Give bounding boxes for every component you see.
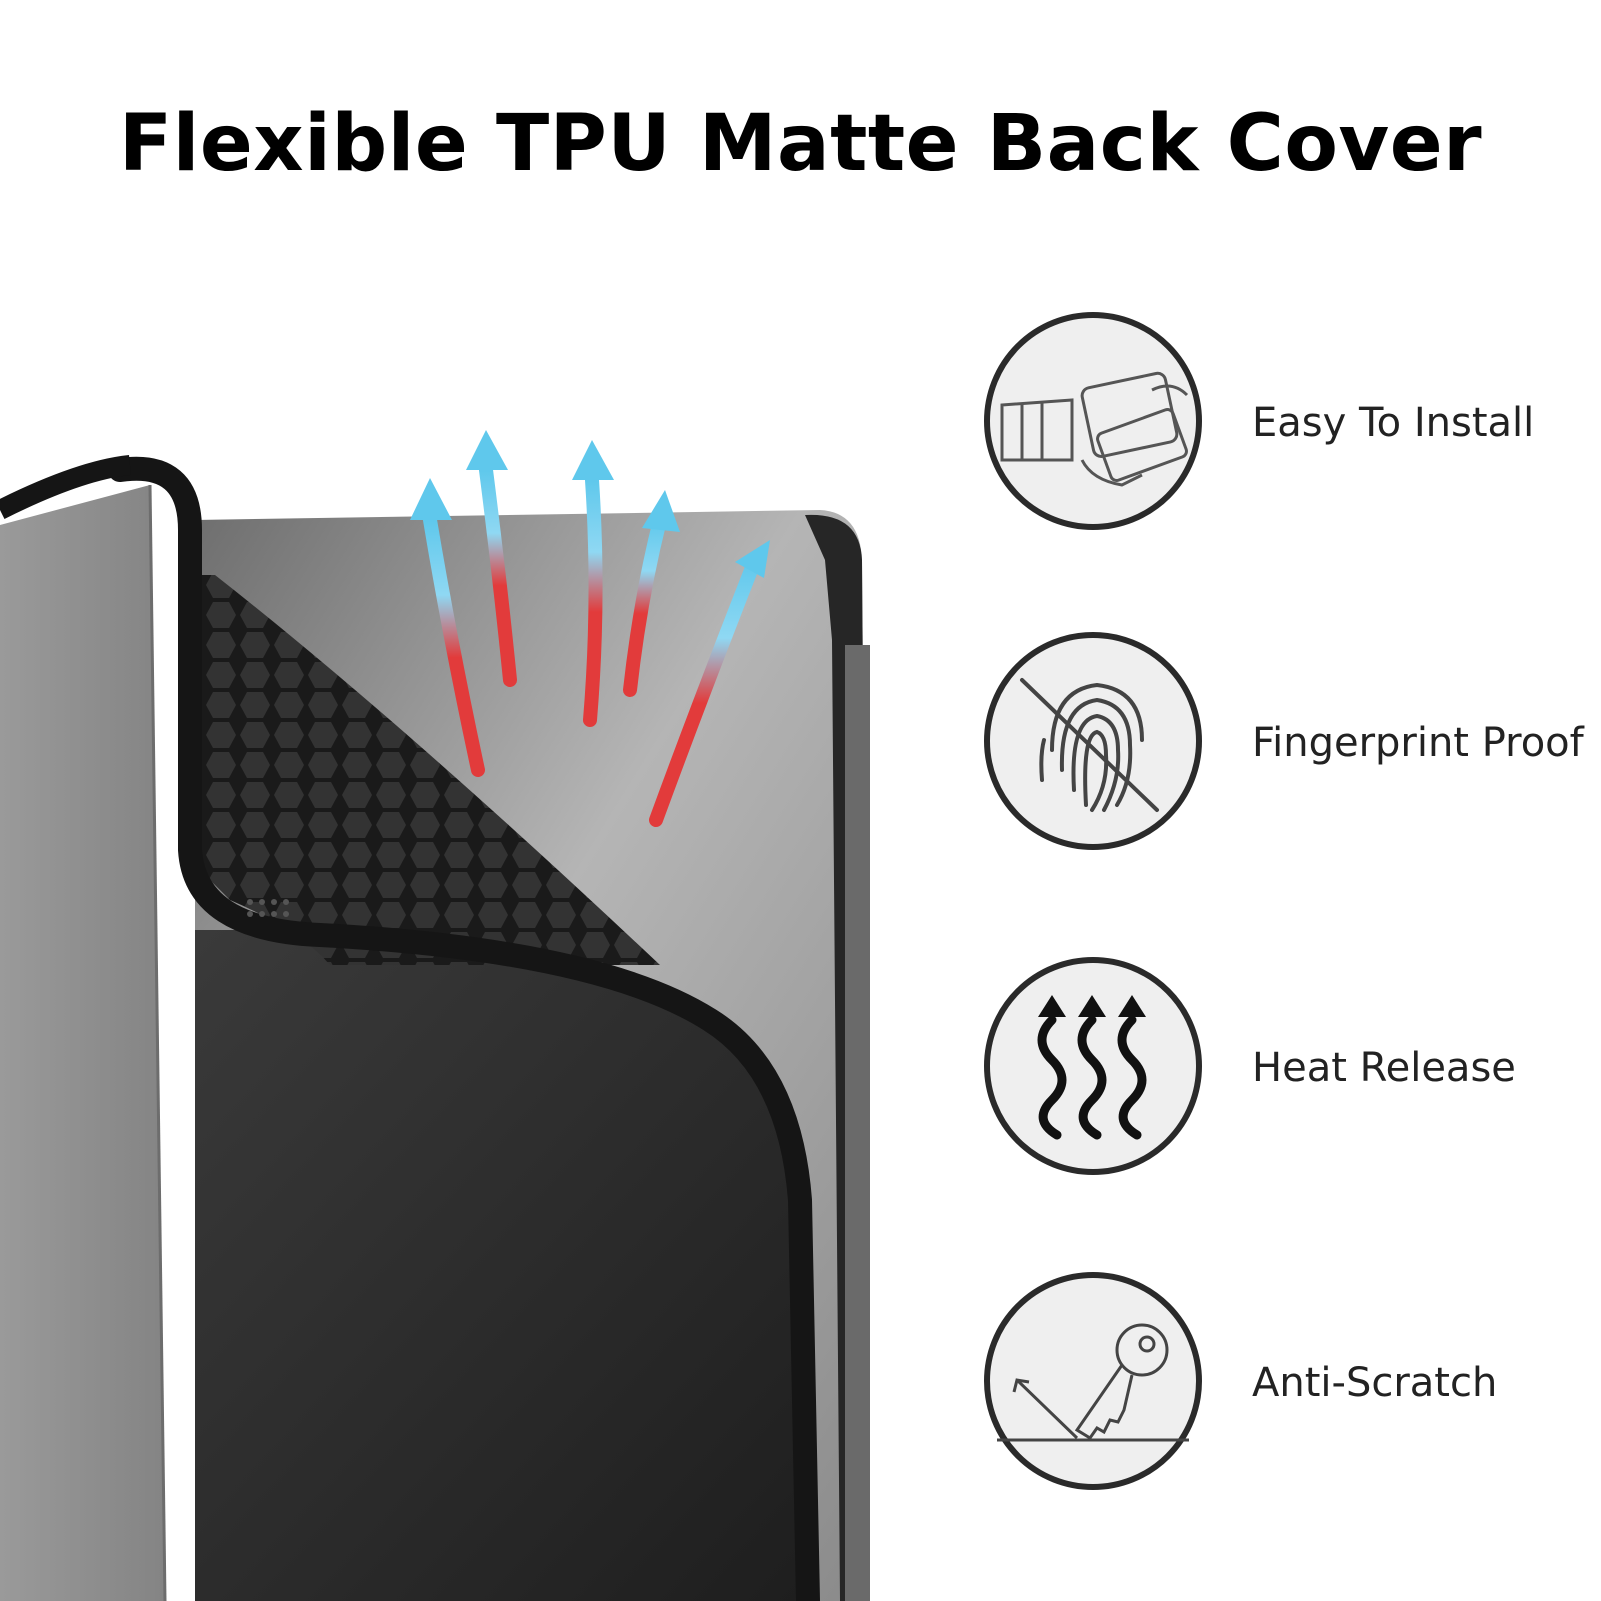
- page-title: Flexible TPU Matte Back Cover: [118, 99, 1483, 189]
- key-scratch-icon: [984, 1272, 1202, 1490]
- tpu-sheet: [195, 930, 810, 1601]
- feature-heat-release: Heat Release: [982, 955, 1601, 1185]
- feature-label: Fingerprint Proof: [1252, 720, 1584, 766]
- leather-cover: [0, 485, 165, 1601]
- feature-label: Heat Release: [1252, 1045, 1516, 1091]
- fingerprint-crossed-icon: [984, 632, 1202, 850]
- feature-label: Anti-Scratch: [1252, 1360, 1498, 1406]
- product-illustration: [0, 430, 870, 1601]
- feature-anti-scratch: Anti-Scratch: [982, 1270, 1601, 1500]
- feature-label: Easy To Install: [1252, 400, 1535, 446]
- feature-fingerprint-proof: Fingerprint Proof: [982, 630, 1601, 860]
- heat-arrows: [423, 463, 762, 827]
- install-tablet-icon: [984, 312, 1202, 530]
- feature-easy-install: Easy To Install: [982, 310, 1601, 540]
- heat-waves-icon: [984, 957, 1202, 1175]
